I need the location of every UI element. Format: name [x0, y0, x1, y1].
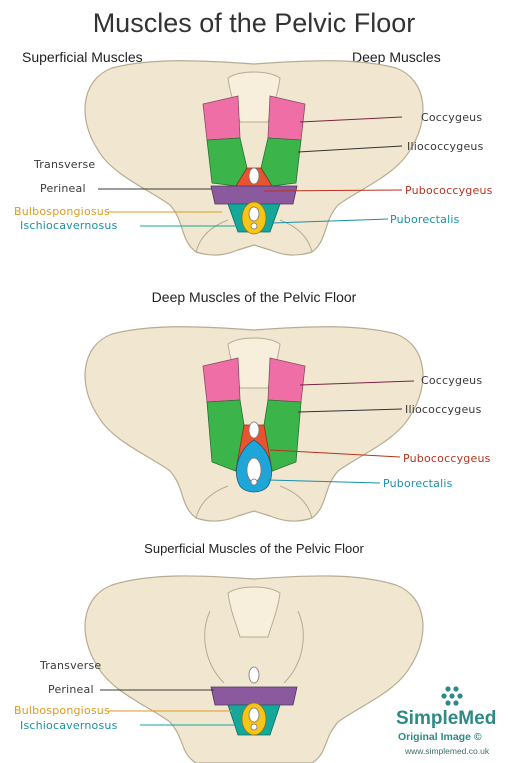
brand-url: www.simplemed.co.uk [405, 746, 489, 756]
label-perineal-1: Perineal [40, 182, 86, 195]
label-bulbospongiosus-1: Bulbospongiosus [14, 205, 110, 218]
label-puborectalis-2: Puborectalis [383, 477, 453, 490]
coccygeus-right [268, 358, 305, 402]
label-ischiocavernosus-3: Ischiocavernosus [20, 719, 118, 732]
brand-subtitle: Original Image © [398, 731, 482, 743]
brand-logo-icon [438, 684, 468, 708]
label-perineal-3: Perineal [48, 683, 94, 696]
coccygeus-left [203, 358, 240, 402]
transverse-perineal [211, 687, 297, 705]
label-transverse-1: Transverse [34, 158, 95, 171]
label-iliococcygeus-1: Iliococcygeus [407, 140, 484, 153]
coccygeus-left [203, 96, 240, 140]
label-ischiocavernosus-1: Ischiocavernosus [20, 219, 118, 232]
coccygeus-right [268, 96, 305, 140]
label-coccygeus-2: Coccygeus [421, 374, 482, 387]
transverse-perineal [211, 186, 297, 204]
section-title-superficial: Superficial Muscles of the Pelvic Floor [0, 541, 508, 556]
label-transverse-3: Transverse [40, 659, 101, 672]
label-bulbospongiosus-3: Bulbospongiosus [14, 704, 110, 717]
brand-name: SimpleMed [396, 708, 496, 730]
label-pubococcygeus-2: Pubococcygeus [403, 452, 491, 465]
label-coccygeus-1: Coccygeus [421, 111, 482, 124]
label-pubococcygeus-1: Pubococcygeus [405, 184, 493, 197]
label-puborectalis-1: Puborectalis [390, 213, 460, 226]
label-iliococcygeus-2: Iliococcygeus [405, 403, 482, 416]
